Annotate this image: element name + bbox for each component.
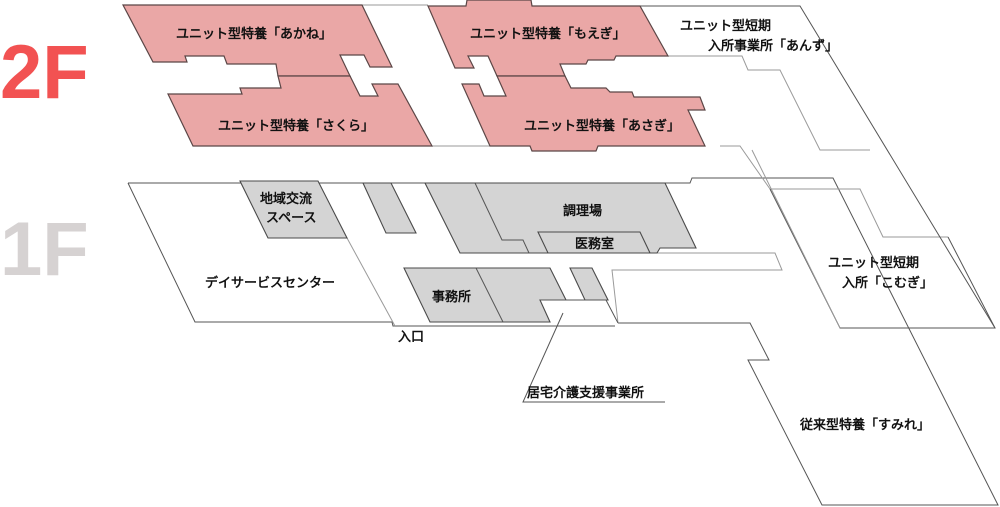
label-sumire: 従来型特養「すみれ」: [799, 417, 930, 433]
label-moegi: ユニット型特養「もえぎ」: [470, 26, 626, 42]
unit-asagi[interactable]: [461, 75, 706, 152]
label-community-1: 地域交流: [260, 191, 312, 207]
label-medical: 医務室: [575, 236, 614, 252]
floor-label-2f: 2F: [0, 30, 89, 115]
unit-sakura[interactable]: [167, 75, 434, 147]
label-community-2: スペース: [266, 211, 316, 226]
floor-label-1f: 1F: [0, 207, 89, 292]
label-komugi-1: ユニット型短期: [828, 255, 919, 271]
room-storage: [362, 182, 417, 234]
label-kitchen: 調理場: [563, 203, 602, 219]
label-akane: ユニット型特養「あかね」: [176, 26, 332, 42]
label-day-service: デイサービスセンター: [205, 275, 335, 291]
label-asagi: ユニット型特養「あさぎ」: [524, 118, 680, 134]
floor-2f-outline: [362, 4, 996, 329]
unit-moegi[interactable]: [427, 0, 670, 77]
label-anzu-1: ユニット型短期: [680, 18, 771, 34]
room-office[interactable]: [403, 267, 567, 323]
room-small: [569, 267, 609, 301]
label-sakura: ユニット型特養「さくら」: [218, 118, 374, 134]
floor-1f-outline: [127, 177, 999, 506]
label-komugi-2: 入所「こむぎ」: [842, 275, 933, 291]
label-entrance: 入口: [398, 330, 424, 345]
label-office: 事務所: [432, 289, 471, 305]
label-anzu-2: 入所事業所「あんず」: [708, 38, 838, 54]
label-care-support: 居宅介護支援事業所: [527, 385, 644, 401]
room-medical[interactable]: [537, 231, 651, 254]
care-support-leader-line: [522, 312, 665, 403]
room-community-space[interactable]: [239, 180, 348, 239]
